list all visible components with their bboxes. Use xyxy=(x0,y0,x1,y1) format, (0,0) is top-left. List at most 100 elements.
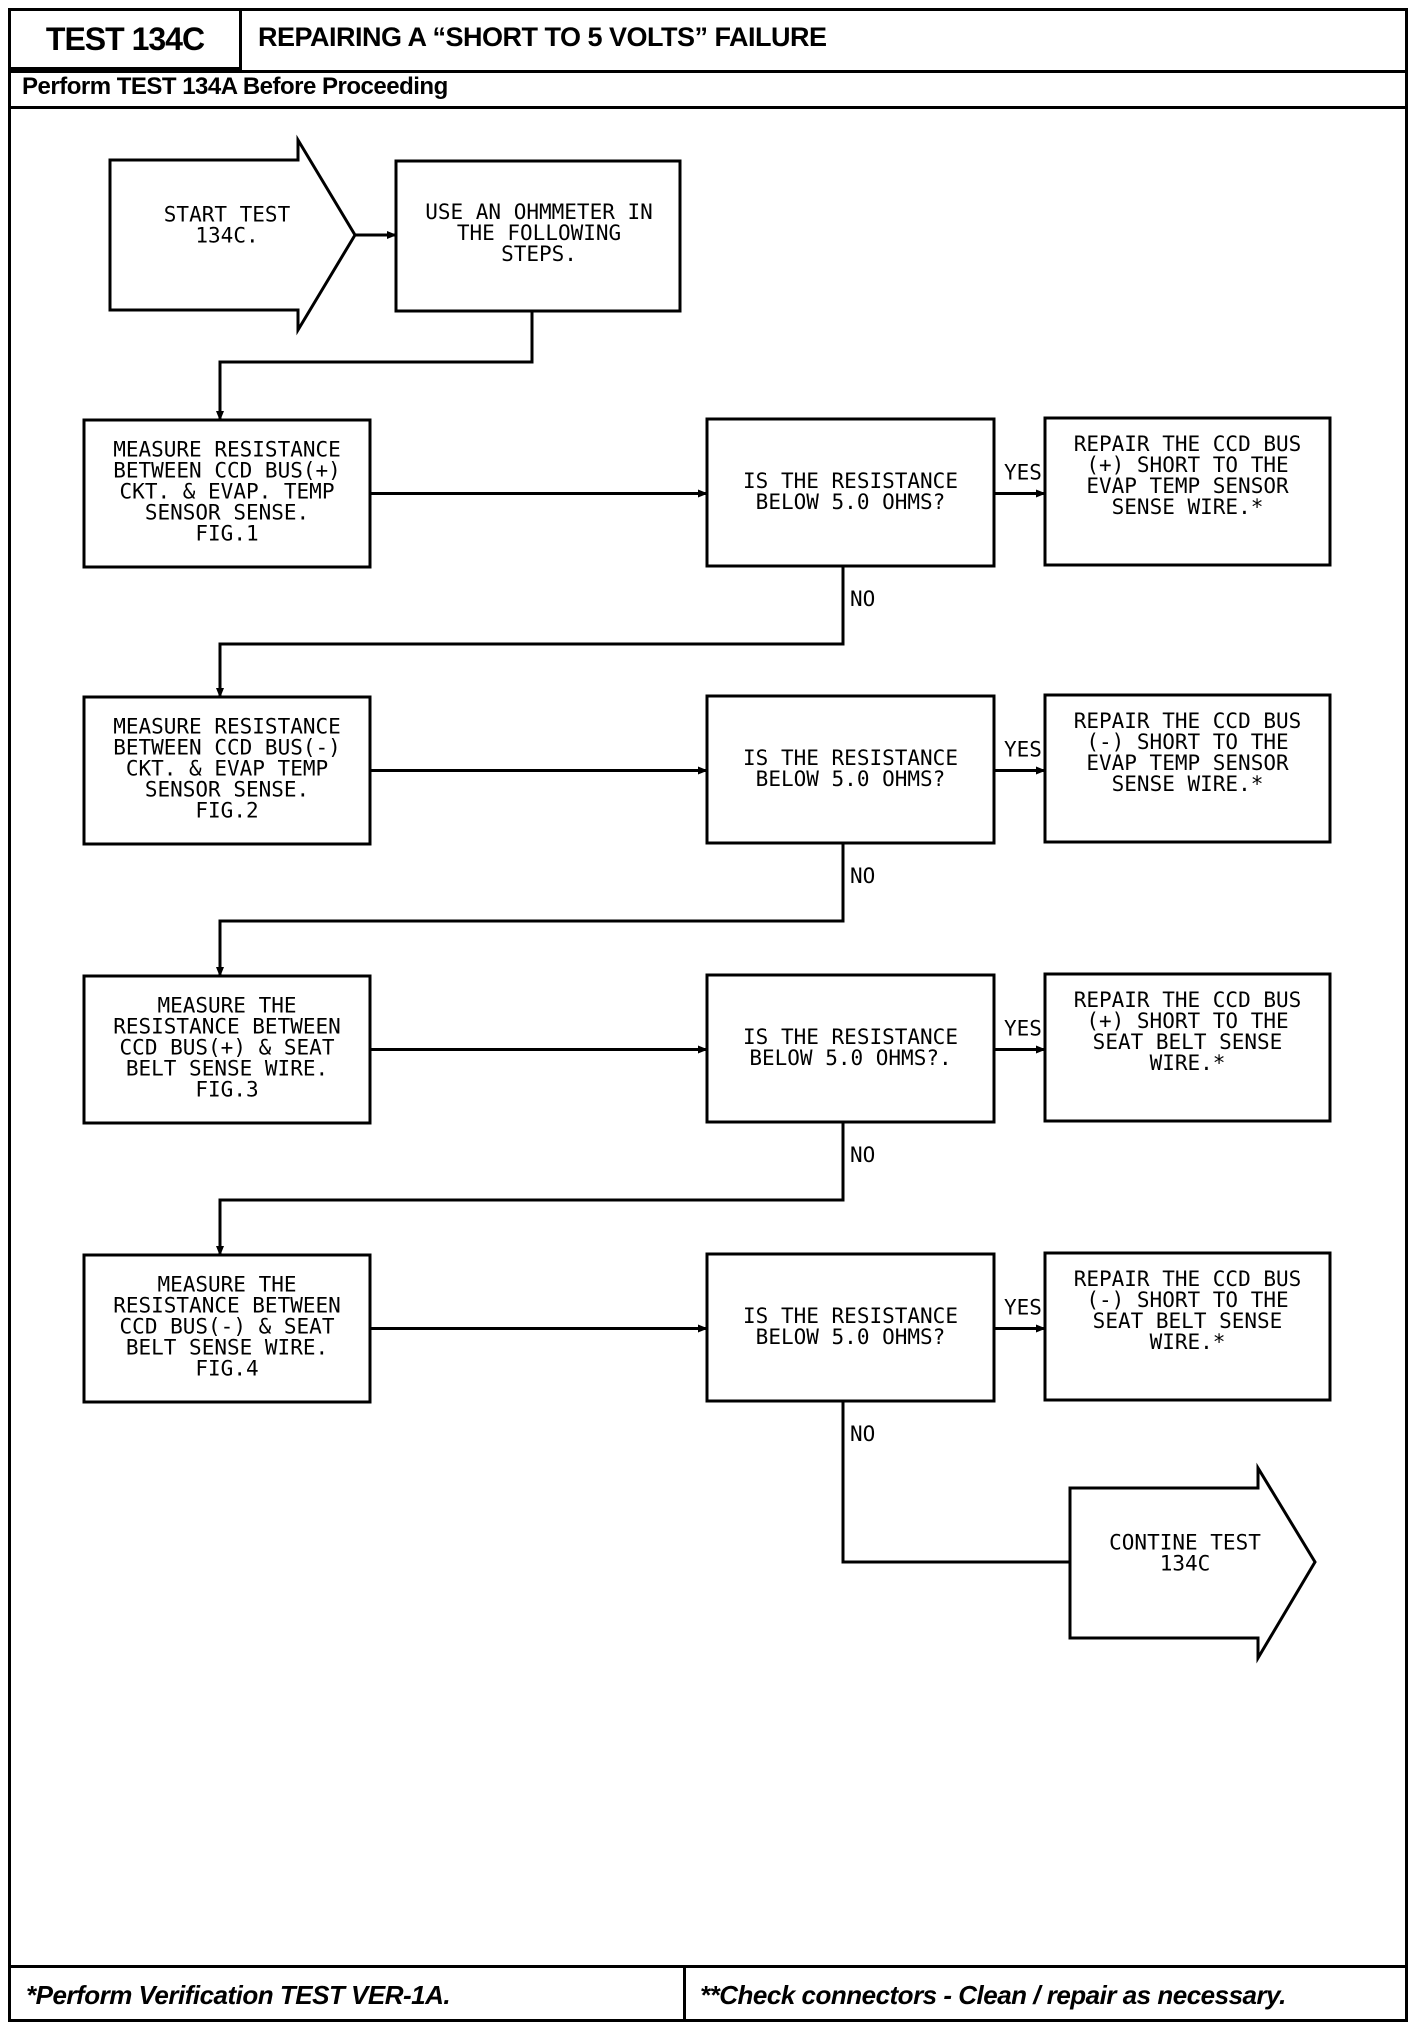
question-text-1-line: IS THE RESISTANCE xyxy=(743,469,958,493)
measure-text-2-line: CKT. & EVAP TEMP xyxy=(126,757,328,781)
start-text-line: 134C. xyxy=(195,224,258,248)
connector-no-3 xyxy=(216,1122,845,1256)
repair-box-1 xyxy=(1043,416,1332,567)
ohmmeter-text-line: USE AN OHMMETER IN xyxy=(425,200,653,224)
start-text-line: START TEST xyxy=(164,203,291,227)
measure-text-3-line: RESISTANCE BETWEEN xyxy=(113,1015,341,1039)
repair-text-1-line: SENSE WIRE.* xyxy=(1112,495,1264,519)
yes-label-2: YES xyxy=(1004,738,1042,762)
page-frame xyxy=(8,8,1408,2022)
repair-text-2-line: SENSE WIRE.* xyxy=(1112,772,1264,796)
question-text-2-line: IS THE RESISTANCE xyxy=(743,746,958,770)
repair-box-4 xyxy=(1043,1251,1332,1402)
header-divider xyxy=(8,70,1408,73)
repair-text-4-line: REPAIR THE CCD BUS xyxy=(1074,1267,1302,1291)
footer-divider xyxy=(8,1965,1408,1968)
measure-text-2-line: FIG.2 xyxy=(195,799,258,823)
question-box-3 xyxy=(705,973,996,1124)
measure-text-1-line: FIG.1 xyxy=(195,522,258,546)
yes-label-3: YES xyxy=(1004,1017,1042,1041)
measure-text-1-line: BETWEEN CCD BUS(+) xyxy=(113,459,341,483)
measure-text-1-line: CKT. & EVAP. TEMP xyxy=(120,480,335,504)
measure-text-4-line: CCD BUS(-) & SEAT xyxy=(120,1315,335,1339)
footer-note-verification: *Perform Verification TEST VER-1A. xyxy=(26,1979,451,2010)
question-text-2-line: BELOW 5.0 OHMS? xyxy=(756,767,946,791)
measure-text-3-line: BELT SENSE WIRE. xyxy=(126,1057,328,1081)
measure-text-2-line: MEASURE RESISTANCE xyxy=(113,715,341,739)
question-box-4 xyxy=(705,1252,996,1403)
no-label-2: NO xyxy=(850,864,875,888)
repair-text-1-line: REPAIR THE CCD BUS xyxy=(1074,432,1302,456)
measure-box-3 xyxy=(82,974,372,1125)
measure-text-4-line: MEASURE THE xyxy=(157,1273,296,1297)
repair-text-4-line: WIRE.* xyxy=(1150,1330,1226,1354)
repair-text-1-line: (+) SHORT TO THE xyxy=(1086,453,1288,477)
repair-text-3-line: SEAT BELT SENSE xyxy=(1093,1030,1283,1054)
question-text-4-line: IS THE RESISTANCE xyxy=(743,1304,958,1328)
repair-text-3-line: (+) SHORT TO THE xyxy=(1086,1009,1288,1033)
continue-text-line: 134C xyxy=(1160,1552,1211,1576)
question-box-2 xyxy=(705,694,996,845)
no-label-4: NO xyxy=(850,1422,875,1446)
footer-separator xyxy=(683,1965,686,2022)
measure-text-3-line: CCD BUS(+) & SEAT xyxy=(120,1036,335,1060)
page-subtitle: Perform TEST 134A Before Proceeding xyxy=(22,73,448,100)
footer-note-connectors: **Check connectors - Clean / repair as n… xyxy=(700,1979,1286,2010)
measure-text-4-line: BELT SENSE WIRE. xyxy=(126,1336,328,1360)
repair-text-3-line: WIRE.* xyxy=(1150,1051,1226,1075)
measure-text-2-line: SENSOR SENSE. xyxy=(145,778,309,802)
measure-text-4-line: FIG.4 xyxy=(195,1357,258,1381)
ohmmeter-text-line: THE FOLLOWING xyxy=(457,221,621,245)
no-label-1: NO xyxy=(850,587,875,611)
measure-text-1-line: SENSOR SENSE. xyxy=(145,501,309,525)
question-text-1-line: BELOW 5.0 OHMS? xyxy=(756,490,946,514)
connector-ohmmeter-step1 xyxy=(216,311,534,421)
measure-text-4-line: RESISTANCE BETWEEN xyxy=(113,1294,341,1318)
start-arrow-shape xyxy=(108,134,357,336)
ohmmeter-text-line: STEPS. xyxy=(501,242,577,266)
connector-no-2 xyxy=(216,843,845,977)
question-box-1 xyxy=(705,417,996,568)
connector-no-1 xyxy=(216,566,845,698)
repair-text-1-line: EVAP TEMP SENSOR xyxy=(1086,474,1289,498)
question-text-3-line: BELOW 5.0 OHMS?. xyxy=(749,1046,951,1070)
measure-text-3-line: FIG.3 xyxy=(195,1078,258,1102)
question-text-4-line: BELOW 5.0 OHMS? xyxy=(756,1325,946,1349)
no-label-3: NO xyxy=(850,1143,875,1167)
continue-arrow-shape xyxy=(1068,1462,1317,1664)
repair-text-4-line: SEAT BELT SENSE xyxy=(1093,1309,1283,1333)
connector-no-4 xyxy=(841,1401,1070,1564)
measure-box-1 xyxy=(82,418,372,569)
question-text-3-line: IS THE RESISTANCE xyxy=(743,1025,958,1049)
measure-text-3-line: MEASURE THE xyxy=(157,994,296,1018)
page-title: REPAIRING A “SHORT TO 5 VOLTS” FAILURE xyxy=(258,22,827,52)
repair-text-4-line: (-) SHORT TO THE xyxy=(1086,1288,1288,1312)
repair-text-2-line: (-) SHORT TO THE xyxy=(1086,730,1288,754)
test-id: TEST 134C xyxy=(8,8,242,70)
yes-label-4: YES xyxy=(1004,1296,1042,1320)
repair-box-2 xyxy=(1043,693,1332,844)
subtitle-divider xyxy=(8,106,1408,109)
measure-text-2-line: BETWEEN CCD BUS(-) xyxy=(113,736,341,760)
yes-label-1: YES xyxy=(1004,461,1042,485)
repair-text-3-line: REPAIR THE CCD BUS xyxy=(1074,988,1302,1012)
repair-text-2-line: EVAP TEMP SENSOR xyxy=(1086,751,1289,775)
measure-text-1-line: MEASURE RESISTANCE xyxy=(113,438,341,462)
continue-text-line: CONTINE TEST xyxy=(1109,1531,1261,1555)
